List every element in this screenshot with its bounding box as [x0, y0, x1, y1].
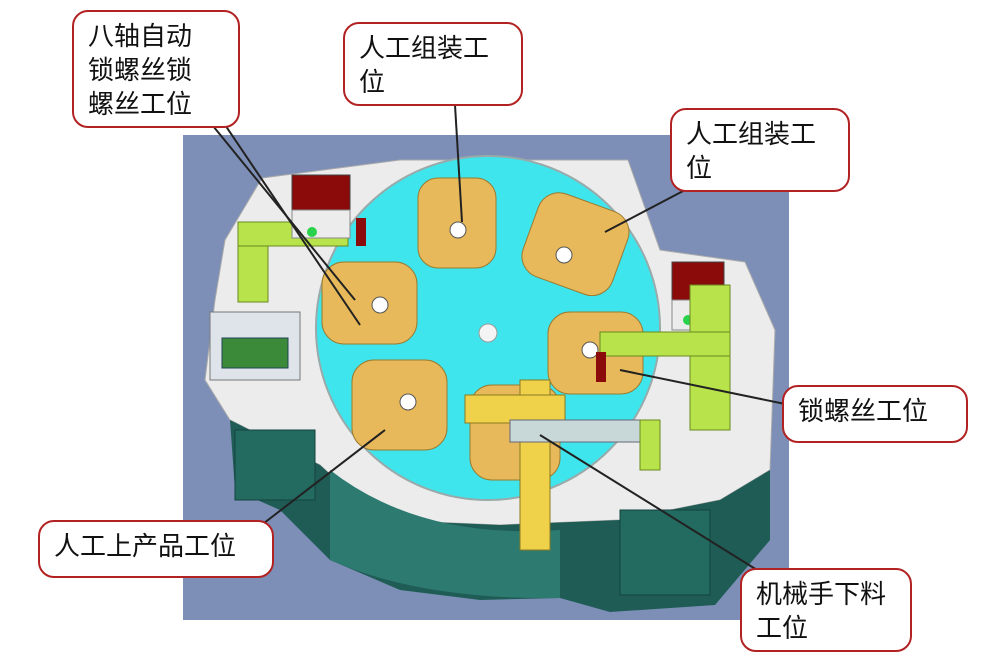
label-robot-line2: 工位	[756, 614, 809, 644]
cabinet-panel-right	[619, 509, 711, 596]
callout-manual-assembly-2: 人工组装工 位	[670, 108, 850, 192]
leader-eight-axis-b	[214, 109, 361, 326]
leader-eight-axis-a	[199, 109, 356, 301]
machine-side-highlight	[330, 470, 560, 599]
turntable-center	[478, 323, 498, 343]
label-assembly1-line1: 人工组装工	[359, 34, 490, 64]
label-eight-axis-line3: 螺丝工位	[88, 90, 193, 120]
label-manual-load: 人工上产品工位	[54, 532, 237, 562]
robot-arm	[464, 379, 661, 551]
callout-robot-unload: 机械手下料 工位	[740, 568, 912, 652]
leader-manual-load	[254, 429, 386, 531]
callout-manual-assembly-1: 人工组装工 位	[343, 22, 523, 106]
callout-eight-axis: 八轴自动 锁螺丝锁 螺丝工位	[72, 10, 240, 128]
cabinet-panel-left	[234, 429, 316, 501]
label-assembly2-line1: 人工组装工	[686, 120, 817, 150]
leader-screw	[619, 369, 791, 406]
label-assembly1-line2: 位	[359, 68, 386, 98]
fixture-top-right	[521, 192, 630, 297]
leader-robot	[539, 434, 771, 579]
leader-lines	[199, 104, 791, 579]
screw-station-right	[596, 261, 731, 431]
label-robot-line1: 机械手下料	[756, 580, 887, 610]
fixture-top	[417, 177, 497, 269]
leader-assembly-2	[604, 189, 686, 233]
callout-manual-load: 人工上产品工位	[38, 520, 274, 578]
label-eight-axis-line1: 八轴自动	[88, 22, 193, 52]
callout-screw-station: 锁螺丝工位	[782, 385, 968, 443]
fixture-bottom-left	[351, 359, 448, 451]
label-screw-station: 锁螺丝工位	[798, 397, 929, 427]
fixture-left	[321, 261, 418, 345]
label-eight-axis-line2: 锁螺丝锁	[88, 56, 193, 86]
control-panel	[209, 311, 301, 381]
leader-assembly-1	[454, 104, 463, 223]
label-assembly2-line2: 位	[686, 154, 713, 184]
